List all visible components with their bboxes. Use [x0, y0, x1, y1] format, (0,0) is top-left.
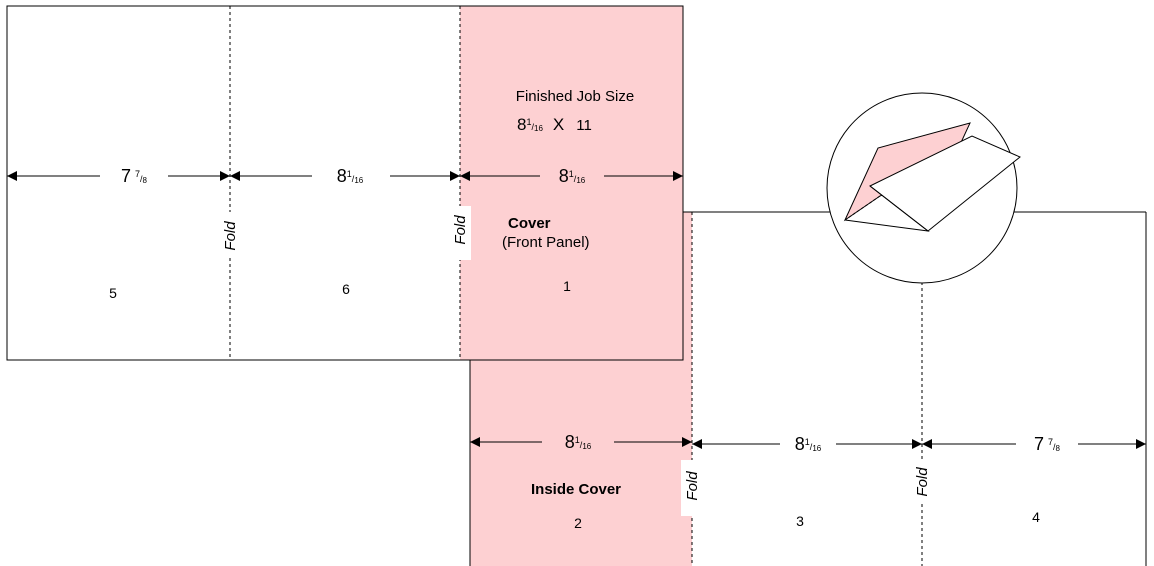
width-label-panel-3: 81/16: [795, 434, 822, 454]
panel-1-number: 1: [563, 278, 571, 294]
panel-6-number: 6: [342, 281, 350, 297]
svg-text:Fold: Fold: [684, 471, 701, 501]
panel-4-number: 4: [1032, 509, 1040, 525]
panel-2-number: 2: [574, 515, 582, 531]
width-label-panel-6: 81/16: [337, 166, 364, 186]
panel-1-fill: [460, 6, 683, 360]
panel-2-title: Inside Cover: [531, 481, 621, 498]
svg-text:Fold: Fold: [914, 467, 931, 497]
panel-3-number: 3: [796, 513, 804, 529]
width-label-panel-1: 81/16: [559, 166, 586, 186]
folded-brochure-icon: [826, 92, 1021, 284]
inside-dimensions: [470, 437, 1146, 449]
panel-1-title: Cover: [508, 215, 551, 232]
fold-label-outside-1: Fold: [220, 212, 240, 258]
fold-label-inside-2: Fold: [911, 460, 933, 504]
finished-size-title: Finished Job Size: [516, 88, 634, 105]
panel-1-subtitle: (Front Panel): [502, 234, 590, 251]
fold-label-inside-1: Fold: [681, 460, 703, 516]
outside-sheet-border: [6, 5, 684, 361]
panel-5-number: 5: [109, 285, 117, 301]
outside-sheet: [6, 5, 684, 361]
svg-text:Fold: Fold: [222, 221, 239, 251]
svg-text:Fold: Fold: [452, 215, 469, 245]
fold-label-outside-2: Fold: [449, 206, 471, 260]
width-label-panel-2: 81/16: [565, 432, 592, 452]
